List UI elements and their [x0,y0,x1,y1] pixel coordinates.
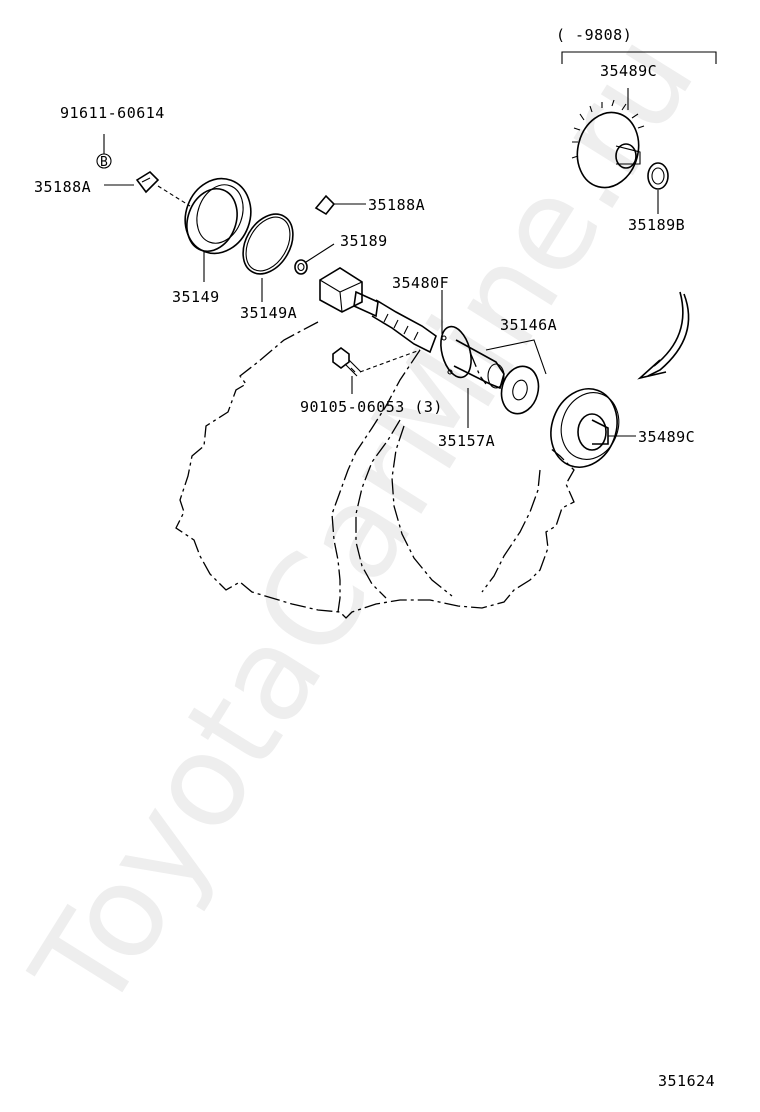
flange-shaft-part [440,325,505,428]
curved-arrow-icon [637,291,690,380]
sensor-shaft-part [319,267,443,354]
part-label-91611-60614: 91611-60614 [60,104,165,122]
part-label-35480f: 35480F [392,274,449,292]
part-label-90105-06053: 90105-06053 (3) [300,398,443,416]
part-label-35189: 35189 [340,232,388,250]
part-label-35188a-left: 35188A [34,178,91,196]
part-label-35149a: 35149A [240,304,297,322]
svg-text:B: B [100,155,108,170]
b-marker: B [96,134,112,170]
ring-part-small [294,243,335,275]
gear-part-top [571,88,645,189]
bolt-part [332,347,421,394]
o-ring-part [242,213,294,302]
part-label-35146a: 35146A [500,316,557,334]
washer-part-top [647,162,669,214]
date-range-bracket: ( -9808) [556,26,717,64]
part-label-35489c-top: 35489C [600,62,657,80]
diagram-number: 351624 [658,1072,715,1090]
part-label-35157a: 35157A [438,432,495,450]
gear-part-right [550,388,636,468]
clip-part-right [314,194,366,216]
washer-part [485,339,547,415]
part-label-35489c-right: 35489C [638,428,695,446]
transmission-case-outline [175,321,575,619]
clip-part-left [104,170,191,207]
part-label-35149: 35149 [172,288,220,306]
svg-text:( -9808): ( -9808) [556,26,632,44]
watermark: ToyotaCarMine.ru [4,9,723,1037]
part-label-35188a-right: 35188A [368,196,425,214]
svg-text:ToyotaCarMine.ru: ToyotaCarMine.ru [4,9,723,1037]
oil-seal-part [184,177,252,282]
part-label-35189b: 35189B [628,216,685,234]
